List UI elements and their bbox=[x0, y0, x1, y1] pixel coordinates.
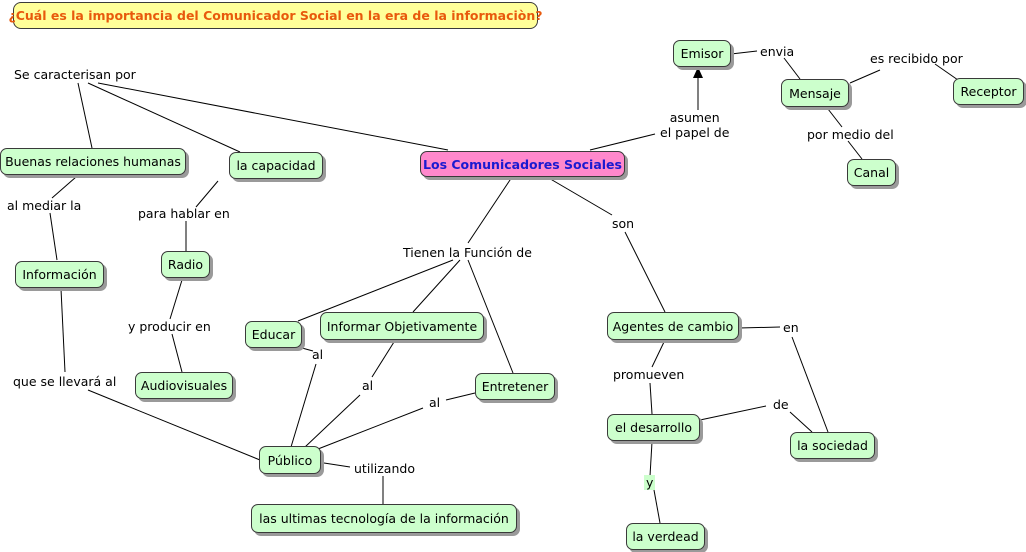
link-utilizando: utilizando bbox=[354, 461, 415, 476]
node-informar-objetivamente[interactable]: Informar Objetivamente bbox=[320, 312, 484, 340]
edge-emisor-envia bbox=[730, 50, 758, 55]
map-title: ¿Cuál es la importancia del Comunicador … bbox=[8, 2, 543, 29]
edge-radio-yproducir bbox=[169, 279, 183, 320]
edge-envia-mensaje bbox=[783, 57, 801, 80]
link-que-se-llevara: que se llevará al bbox=[13, 374, 117, 389]
edge-pormedio-canal bbox=[847, 140, 863, 160]
link-asumen-line2: el papel de bbox=[660, 125, 730, 140]
node-mensaje[interactable]: Mensaje bbox=[781, 79, 849, 107]
node-emisor[interactable]: Emisor bbox=[673, 40, 731, 67]
edge-son-agentes bbox=[624, 231, 666, 313]
edge-desarrollo-y bbox=[649, 441, 653, 477]
edge-desarrollo-de bbox=[699, 405, 767, 421]
edge-capacidad-parahablar bbox=[195, 180, 219, 208]
link-en: en bbox=[783, 320, 799, 335]
edge-mensaje-pormedio bbox=[827, 108, 843, 128]
edge-informacion-quesellevara bbox=[60, 288, 66, 373]
edge-al1-publico bbox=[290, 363, 317, 448]
edge-buenas-almediar bbox=[51, 176, 77, 199]
node-receptor[interactable]: Receptor bbox=[953, 78, 1024, 105]
edge-mensaje-esrecibido bbox=[849, 69, 881, 84]
node-la-verdead[interactable]: la verdead bbox=[626, 523, 705, 550]
node-la-capacidad[interactable]: la capacidad bbox=[229, 152, 323, 179]
link-y: y bbox=[644, 475, 656, 490]
edge-caracterisan-central bbox=[97, 82, 449, 151]
edge-tienen-informar bbox=[412, 259, 461, 313]
edge-tienen-educar bbox=[297, 259, 454, 322]
link-promueven: promueven bbox=[613, 367, 685, 382]
edge-al3-publico bbox=[317, 407, 424, 450]
edge-esrecibido-receptor bbox=[934, 63, 959, 81]
link-asumen-line1: asumen bbox=[669, 110, 720, 125]
edge-agentes-promueven bbox=[651, 341, 665, 368]
edge-agentes-en bbox=[738, 326, 781, 329]
edge-tienen-entretener bbox=[467, 259, 514, 374]
edge-publico-utilizando bbox=[323, 462, 351, 468]
node-publico[interactable]: Público bbox=[259, 446, 321, 474]
edge-yproducir-audiovisuales bbox=[171, 333, 183, 373]
node-la-sociedad[interactable]: la sociedad bbox=[790, 432, 875, 459]
edge-al2-publico bbox=[304, 394, 361, 448]
arrowhead-to-emisor bbox=[693, 67, 703, 78]
node-canal[interactable]: Canal bbox=[847, 159, 896, 186]
link-al-entretener: al bbox=[429, 395, 441, 410]
node-entretener[interactable]: Entretener bbox=[475, 373, 555, 400]
edge-de-sociedad bbox=[789, 411, 813, 433]
edge-central-son bbox=[546, 176, 613, 216]
link-es-recibido: es recibido por bbox=[870, 51, 963, 66]
link-envia: envia bbox=[760, 44, 795, 59]
node-informacion[interactable]: Información bbox=[15, 261, 104, 288]
edge-informar-al bbox=[371, 341, 395, 378]
node-ultimas-tecnologia[interactable]: las ultimas tecnología de la información bbox=[251, 504, 517, 533]
link-al-mediar: al mediar la bbox=[7, 198, 82, 213]
edge-promueven-desarrollo bbox=[649, 382, 653, 415]
edge-central-asumen bbox=[589, 133, 656, 151]
link-al-educar: al bbox=[312, 347, 324, 362]
link-al-informar: al bbox=[362, 378, 374, 393]
edge-y-verdead bbox=[653, 489, 661, 524]
link-se-caracterisan: Se caracterisan por bbox=[14, 67, 136, 82]
link-y-producir: y producir en bbox=[128, 319, 211, 334]
link-son: son bbox=[612, 216, 635, 231]
node-comunicadores-sociales[interactable]: Los Comunicadores Sociales bbox=[420, 151, 625, 177]
link-por-medio: por medio del bbox=[807, 127, 894, 142]
edge-caracterisan-buenas bbox=[77, 82, 93, 149]
node-radio[interactable]: Radio bbox=[161, 251, 210, 278]
edge-en-sociedad bbox=[791, 336, 829, 433]
edge-central-tienen bbox=[467, 176, 513, 244]
node-educar[interactable]: Educar bbox=[245, 321, 302, 348]
link-de: de bbox=[773, 397, 789, 412]
node-el-desarrollo[interactable]: el desarrollo bbox=[607, 414, 700, 441]
node-buenas-relaciones[interactable]: Buenas relaciones humanas bbox=[0, 148, 186, 175]
edge-educar-al bbox=[301, 347, 314, 352]
edge-entretener-al bbox=[445, 392, 476, 401]
edge-almediar-informacion bbox=[49, 212, 58, 261]
link-tienen-funcion: Tienen la Función de bbox=[403, 245, 532, 260]
node-agentes-de-cambio[interactable]: Agentes de cambio bbox=[607, 312, 739, 340]
link-asumen: asumen el papel de bbox=[660, 110, 729, 140]
node-audiovisuales[interactable]: Audiovisuales bbox=[135, 372, 233, 399]
edge-quesellevara-publico bbox=[87, 389, 261, 461]
link-para-hablar: para hablar en bbox=[138, 206, 230, 221]
edge-caracterisan-capacidad bbox=[87, 82, 241, 153]
